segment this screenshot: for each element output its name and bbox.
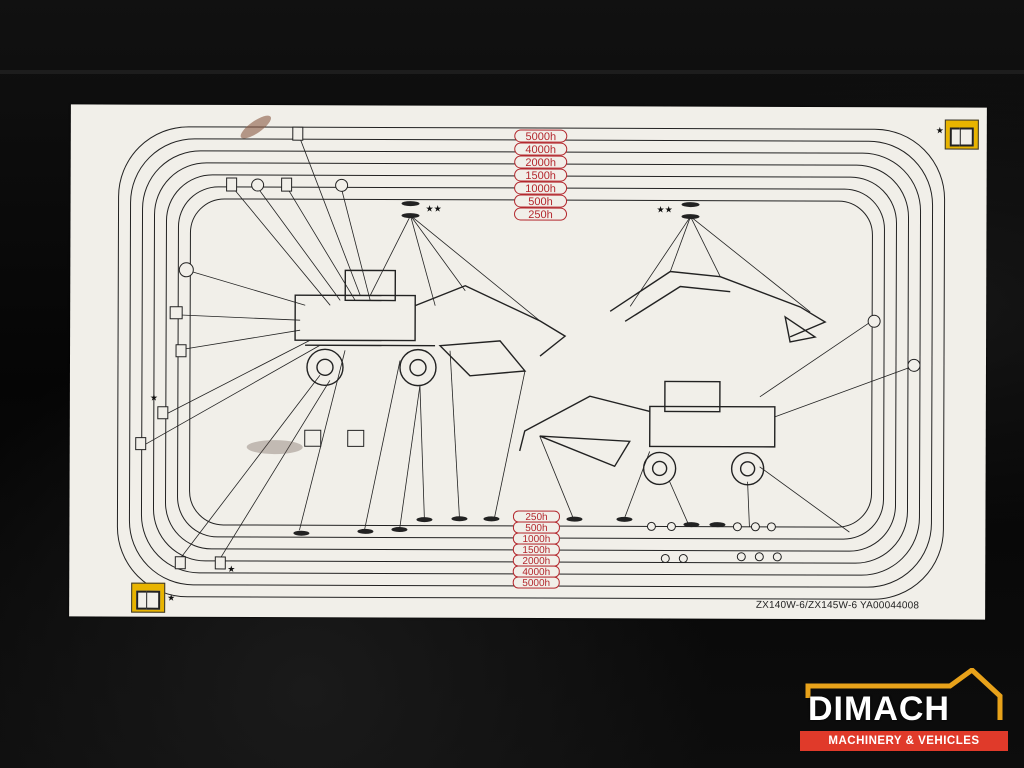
top-pill-6: 250h bbox=[528, 209, 553, 221]
model-code: ZX140W-6/ZX145W-6 YA00044008 bbox=[755, 599, 920, 612]
star-marker: ★★ bbox=[425, 203, 442, 214]
lubrication-icon bbox=[867, 314, 881, 328]
excavator-side-view bbox=[294, 269, 567, 387]
bottom-pill-5: 4000h bbox=[522, 567, 550, 578]
panel-edge bbox=[0, 70, 1024, 74]
top-interval-pills: 5000h 4000h 2000h 1500h 1000h 500h 250h bbox=[514, 129, 568, 221]
top-pill-4: 1000h bbox=[525, 183, 556, 195]
filter-icon bbox=[157, 406, 169, 420]
filter-icon bbox=[135, 437, 147, 451]
bottom-interval-pills: 250h 500h 1000h 1500h 2000h 4000h 5000h bbox=[512, 510, 560, 589]
bottom-pill-3: 1500h bbox=[522, 545, 550, 556]
gear-markers bbox=[646, 521, 782, 564]
brand-tagline: MACHINERY & VEHICLES bbox=[800, 731, 1008, 751]
grease-markers bbox=[293, 201, 726, 536]
maintenance-diagram: 5000h 4000h 2000h 1500h 1000h 500h 250h … bbox=[116, 115, 946, 600]
manual-book-icon bbox=[131, 582, 166, 613]
bottom-pill-6: 5000h bbox=[522, 578, 550, 589]
manual-book-icon bbox=[944, 119, 979, 150]
house-roof-icon bbox=[805, 668, 1003, 720]
lubrication-icon bbox=[907, 358, 921, 372]
filter-icon bbox=[292, 126, 304, 141]
star-marker: ★ bbox=[935, 125, 944, 136]
top-pill-0: 5000h bbox=[525, 131, 556, 143]
top-pill-2: 2000h bbox=[525, 157, 556, 169]
lubrication-icon bbox=[178, 262, 194, 278]
grease-point-icon bbox=[251, 178, 265, 192]
bottom-pill-1: 500h bbox=[525, 523, 547, 534]
bottom-pill-2: 1000h bbox=[522, 534, 550, 545]
bottom-pill-0: 250h bbox=[525, 512, 547, 523]
filter-icon bbox=[175, 344, 187, 358]
filter-icon bbox=[226, 177, 238, 192]
excavator-rear-view bbox=[519, 380, 776, 486]
star-marker: ★ bbox=[227, 563, 236, 574]
fuel-icon bbox=[169, 306, 183, 320]
dimach-watermark: DIMACH MACHINERY & VEHICLES bbox=[800, 668, 1012, 758]
brand-name: DIMACH bbox=[808, 690, 950, 728]
star-marker: ★★ bbox=[656, 204, 673, 215]
component-icon bbox=[347, 429, 365, 447]
top-pill-3: 1500h bbox=[525, 170, 556, 182]
filter-icon bbox=[214, 556, 226, 570]
bottom-pill-4: 2000h bbox=[522, 556, 550, 567]
star-marker: ★ bbox=[149, 392, 158, 403]
top-pill-5: 500h bbox=[528, 196, 553, 208]
top-pill-1: 4000h bbox=[525, 144, 556, 156]
grease-point-icon bbox=[335, 178, 349, 192]
star-marker: ★ bbox=[167, 592, 176, 603]
filter-icon bbox=[174, 556, 186, 570]
component-icons bbox=[135, 126, 921, 570]
leader-lines bbox=[144, 135, 911, 561]
maintenance-chart-sticker: 5000h 4000h 2000h 1500h 1000h 500h 250h … bbox=[69, 104, 987, 620]
component-icon bbox=[304, 429, 322, 447]
boom-arm-view bbox=[609, 270, 827, 343]
filter-icon bbox=[281, 177, 293, 192]
